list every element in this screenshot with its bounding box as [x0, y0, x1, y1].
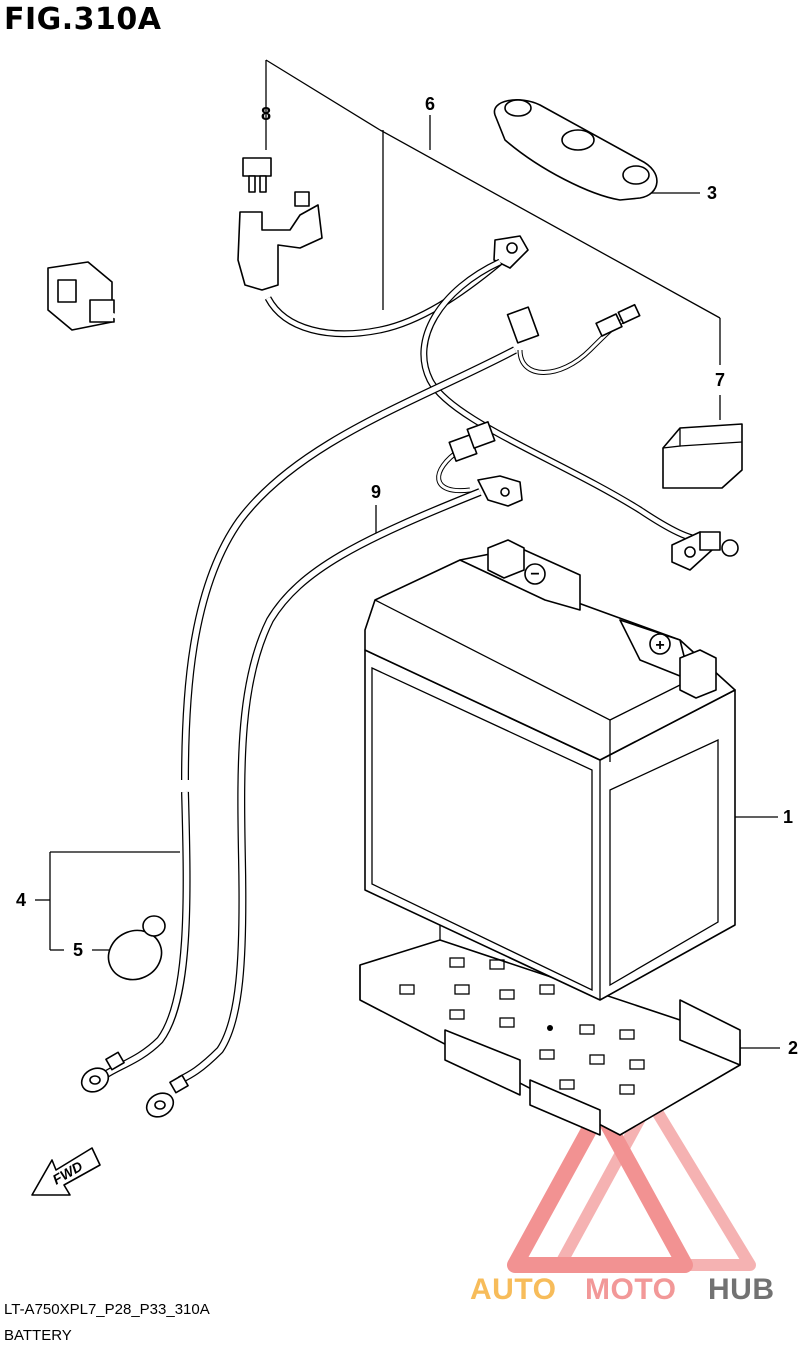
- main-fuse: [242, 157, 272, 193]
- figure-name: BATTERY: [4, 1327, 72, 1344]
- battery: − +: [364, 539, 736, 1001]
- callout-9: 9: [371, 482, 381, 502]
- callout-8: 8: [261, 104, 271, 124]
- model-code: LT-A750XPL7_P28_P33_310A: [4, 1301, 210, 1318]
- negative-terminal: −: [487, 539, 546, 585]
- callout-2: 2: [788, 1038, 798, 1058]
- callout-5: 5: [73, 940, 83, 960]
- positive-cable-terminal: [671, 531, 739, 571]
- watermark-auto: AUTO: [470, 1273, 556, 1306]
- callout-6: 6: [425, 94, 435, 114]
- fwd-direction-arrow: FWD: [31, 1147, 101, 1196]
- positive-terminal-cover: [662, 423, 743, 489]
- harness-terminal: [493, 235, 529, 269]
- callout-4: 4: [16, 890, 26, 910]
- figure-title: FIG.310A: [4, 2, 162, 37]
- positive-terminal: +: [649, 633, 717, 699]
- terminal-cap: [107, 915, 166, 981]
- positive-terminal-symbol: +: [655, 637, 664, 654]
- callout-7: 7: [715, 370, 725, 390]
- automotohub-watermark-text: AUTO MOTO HUB: [470, 1273, 775, 1306]
- battery-tray: [359, 925, 741, 1136]
- sub-lead-connector: [506, 303, 641, 344]
- fuse-holder: [237, 191, 323, 291]
- automotohub-watermark-logo: [507, 1094, 756, 1273]
- lead-wire-coupler: [448, 421, 496, 462]
- callout-3: 3: [707, 183, 717, 203]
- wiring-harness-coupler: [47, 261, 115, 331]
- callout-1: 1: [783, 807, 793, 827]
- watermark-hub: HUB: [708, 1273, 775, 1306]
- negative-lead-ring-terminal: [80, 1051, 125, 1093]
- battery-holder-strap: [493, 99, 658, 201]
- negative-terminal-symbol: −: [530, 566, 539, 583]
- lead-wire-terminal: [477, 475, 523, 507]
- lead-wire-ring-terminal: [145, 1074, 189, 1118]
- watermark-moto: MOTO: [585, 1273, 676, 1306]
